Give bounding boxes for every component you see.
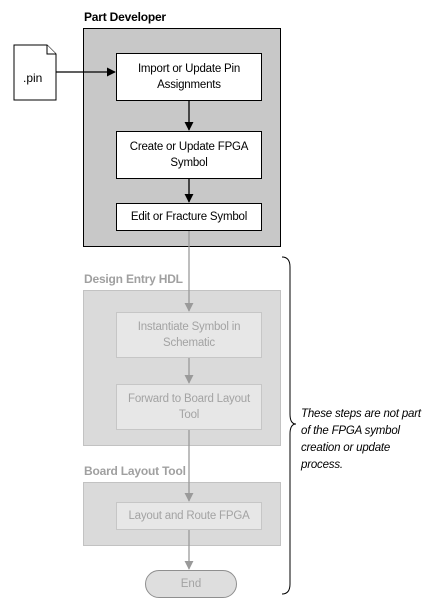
end-terminator: End (145, 570, 237, 598)
step-edit-fracture-symbol: Edit or Fracture Symbol (116, 203, 262, 231)
note-text: These steps are not part of the FPGA sym… (301, 408, 421, 471)
board-layout-tool-title: Board Layout Tool (84, 464, 186, 478)
design-entry-hdl-title: Design Entry HDL (84, 272, 183, 286)
pin-file-label: .pin (23, 71, 43, 85)
step-layout-route-fpga: Layout and Route FPGA (116, 502, 262, 530)
brace-bracket (281, 256, 297, 595)
step-create-fpga-symbol: Create or Update FPGA Symbol (116, 131, 262, 179)
pin-file-icon (13, 44, 57, 101)
part-developer-title: Part Developer (84, 10, 166, 24)
step-forward-to-board: Forward to Board Layout Tool (116, 384, 262, 430)
step-instantiate-symbol: Instantiate Symbol in Schematic (116, 312, 262, 358)
step-import-pin-assignments: Import or Update Pin Assignments (116, 53, 262, 101)
